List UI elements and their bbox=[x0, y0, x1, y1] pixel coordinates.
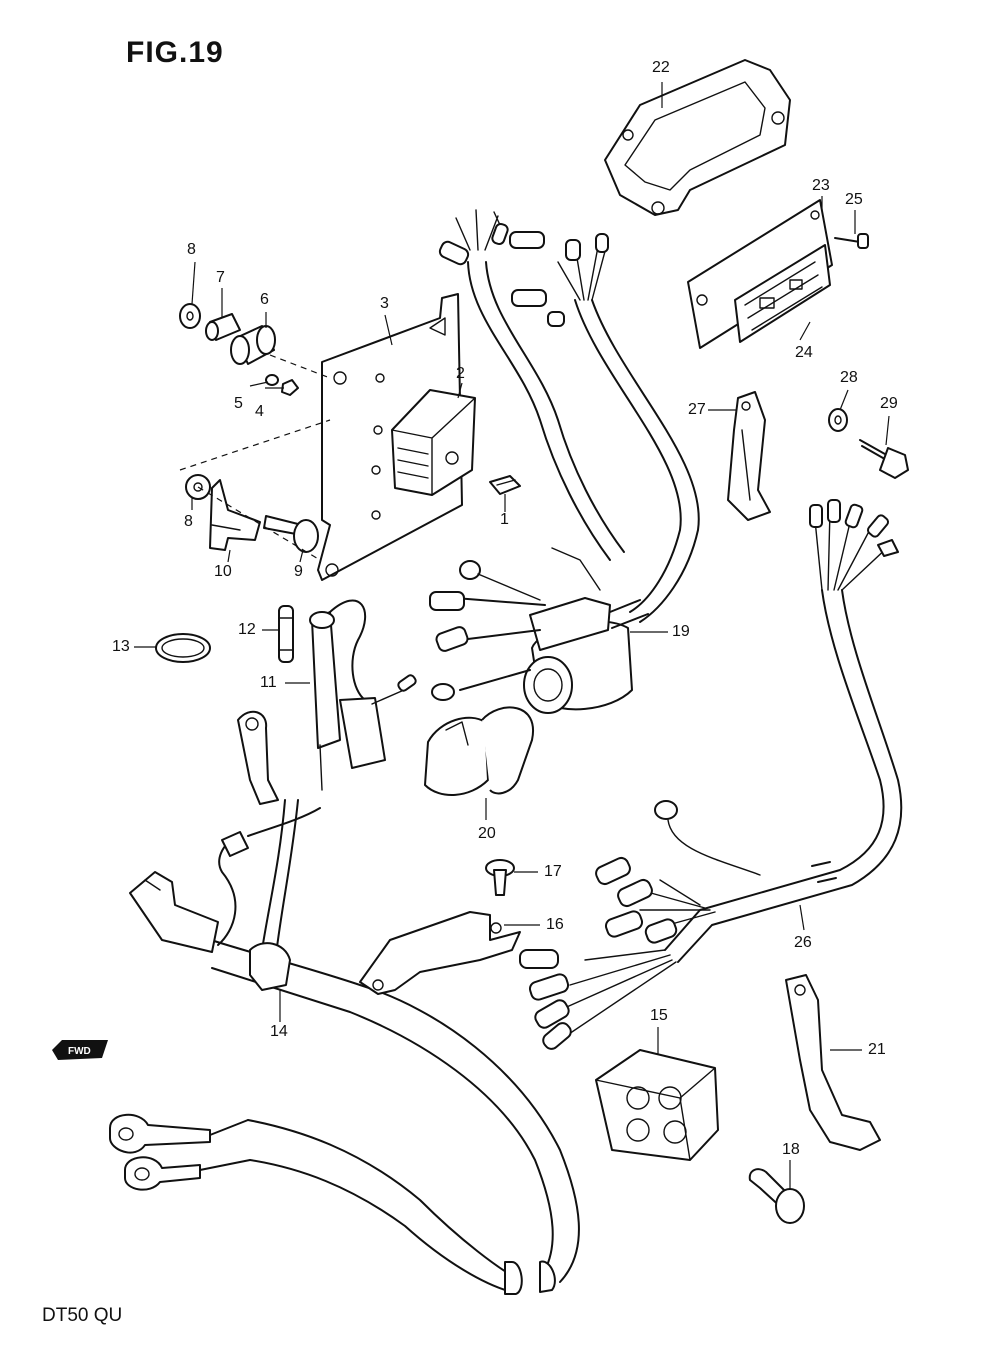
part-18-pin bbox=[748, 1168, 805, 1224]
callout-21: 21 bbox=[868, 1041, 886, 1058]
fwd-label: FWD bbox=[68, 1046, 91, 1057]
callout-5: 5 bbox=[234, 395, 243, 412]
callout-8-upper: 8 bbox=[187, 241, 196, 258]
callout-11: 11 bbox=[260, 674, 277, 691]
callout-19: 19 bbox=[672, 623, 690, 640]
model-code: DT50 QU bbox=[42, 1305, 123, 1326]
part-12-fuse bbox=[278, 605, 294, 663]
part-17-screw bbox=[485, 859, 515, 896]
part-27-bracket bbox=[727, 391, 771, 521]
part-13-o-ring bbox=[155, 633, 211, 663]
part-21-strap bbox=[785, 974, 881, 1151]
figure-title: FIG.19 bbox=[126, 36, 224, 69]
part-3-mounting-plate bbox=[317, 293, 463, 581]
part-10-bracket bbox=[209, 479, 261, 551]
callout-17: 17 bbox=[544, 863, 562, 880]
callout-28: 28 bbox=[840, 369, 858, 386]
callout-22: 22 bbox=[652, 59, 670, 76]
part-14-main-cable bbox=[109, 710, 580, 1295]
callout-18: 18 bbox=[782, 1141, 800, 1158]
callout-4: 4 bbox=[255, 403, 264, 420]
part-23-plate bbox=[687, 199, 833, 349]
callout-29: 29 bbox=[880, 395, 898, 412]
callout-15: 15 bbox=[650, 1007, 668, 1024]
callout-24: 24 bbox=[795, 344, 813, 361]
part-24-circuit-board bbox=[734, 244, 831, 343]
callout-6: 6 bbox=[260, 291, 269, 308]
callout-8-lower: 8 bbox=[184, 513, 193, 530]
part-28-washer bbox=[828, 408, 848, 432]
callout-14: 14 bbox=[270, 1023, 288, 1040]
part-11-fuse-holder bbox=[309, 599, 417, 791]
callout-10: 10 bbox=[214, 563, 232, 580]
callout-16: 16 bbox=[546, 916, 564, 933]
part-9-bolt bbox=[263, 515, 319, 553]
callout-20: 20 bbox=[478, 825, 496, 842]
part-1-screw bbox=[489, 475, 521, 495]
part-4-nut bbox=[281, 379, 299, 396]
callout-1: 1 bbox=[500, 511, 509, 528]
part-16-clamp bbox=[359, 911, 521, 995]
part-2-rectifier bbox=[391, 389, 476, 496]
callout-9: 9 bbox=[294, 563, 303, 580]
part-8-washer-upper bbox=[179, 303, 201, 329]
part-20-cap bbox=[424, 706, 535, 797]
part-26-harness bbox=[519, 499, 903, 1050]
part-5-washer bbox=[265, 374, 279, 386]
callout-27: 27 bbox=[688, 401, 706, 418]
callout-3: 3 bbox=[380, 295, 389, 312]
callout-13: 13 bbox=[112, 638, 130, 655]
part-15-grommet bbox=[595, 1049, 719, 1161]
part-25-screw bbox=[834, 233, 869, 249]
callout-7: 7 bbox=[216, 269, 225, 286]
part-29-bolt bbox=[859, 439, 909, 479]
part-19-coupler bbox=[429, 547, 649, 714]
part-7-collar bbox=[205, 313, 241, 341]
fwd-arrow-icon: FWD bbox=[52, 1040, 108, 1060]
callout-leaders bbox=[134, 82, 890, 1190]
callout-23: 23 bbox=[812, 177, 830, 194]
part-22-cover bbox=[604, 59, 791, 216]
callout-26: 26 bbox=[794, 934, 812, 951]
part-19-harness bbox=[438, 209, 700, 623]
callout-12: 12 bbox=[238, 621, 256, 638]
callout-2: 2 bbox=[456, 365, 465, 382]
callout-25: 25 bbox=[845, 191, 863, 208]
